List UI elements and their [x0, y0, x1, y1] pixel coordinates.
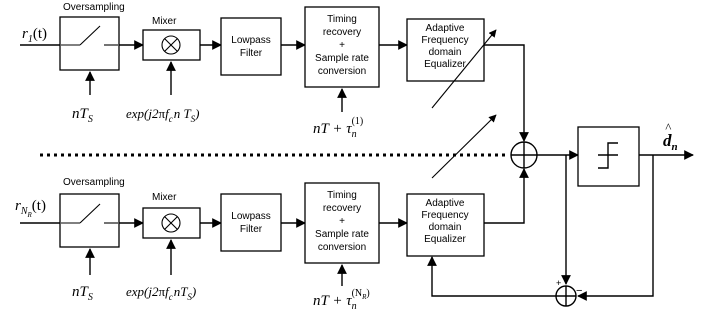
upper-timing-input-label: nT + τn(1): [313, 116, 363, 140]
lower-timing-line-5: conversion: [318, 242, 366, 253]
lower-equalizer-line-4: Equalizer: [424, 234, 466, 245]
upper-equalizer-line-2: Frequency: [421, 35, 468, 46]
upper-oversampling-block: [59, 16, 120, 71]
upper-lowpass-block: [220, 17, 282, 76]
mid-adaptive-diagonal-arrow: [431, 114, 497, 179]
lower-mixer-input-label: exp(j2πfcnTS): [126, 284, 196, 302]
upper-sampling-clock-label: nTS: [72, 106, 93, 125]
feedback-output-line: [577, 155, 654, 301]
upper-branch: r1(t) Oversampling nTS Mixer exp(j2πfcn …: [20, 2, 529, 142]
upper-mixer-input-label: exp(j2πfcn TS): [126, 106, 200, 124]
summing-junction-icon: [510, 141, 538, 169]
lower-lowpass-block: [220, 193, 282, 252]
upper-lowpass-line-1: Lowpass: [231, 35, 270, 46]
lower-equalizer-line-3: domain: [429, 222, 462, 233]
lower-branch: rNR(t) Oversampling nTS Mixer exp(j2πfcn…: [15, 168, 529, 312]
lower-oversampling-label: Oversampling: [63, 177, 125, 188]
upper-timing-line-5: conversion: [318, 66, 366, 77]
lower-timing-line-1: Timing: [327, 190, 357, 201]
lower-timing-input-label: nT + τn(NR): [313, 288, 370, 312]
upper-mixer-label: Mixer: [152, 16, 177, 27]
lower-lowpass-line-2: Filter: [240, 224, 263, 235]
error-feedback-line: [427, 256, 556, 297]
lower-equalizer-to-sum-line: [484, 168, 529, 224]
lower-oversampling-block: [59, 193, 120, 248]
upper-switch-icon: [61, 25, 118, 46]
upper-adaptive-diagonal-arrow: [431, 29, 497, 109]
upper-equalizer-line-1: Adaptive: [426, 23, 465, 34]
lower-equalizer-block: [406, 193, 485, 257]
upper-equalizer-line-4: Equalizer: [424, 59, 466, 70]
error-summing-junction-icon: [555, 285, 577, 307]
upper-timing-line-4: Sample rate: [315, 53, 369, 64]
lower-timing-line-4: Sample rate: [315, 229, 369, 240]
lower-timing-block: [304, 182, 380, 264]
upper-equalizer-to-sum-line: [484, 44, 529, 142]
upper-lowpass-line-2: Filter: [240, 48, 263, 59]
lower-sampling-clock-label: nTS: [72, 284, 93, 303]
upper-oversampling-label: Oversampling: [63, 2, 125, 13]
lower-timing-line-2: recovery: [323, 203, 361, 214]
error-plus-sign: +: [556, 278, 561, 288]
lower-equalizer-line-1: Adaptive: [426, 198, 465, 209]
lower-timing-line-3: +: [339, 216, 345, 227]
upper-equalizer-line-3: domain: [429, 47, 462, 58]
upper-timing-line-2: recovery: [323, 27, 361, 38]
lower-input-label: rNR(t): [15, 198, 46, 219]
output-symbol-label: dn: [663, 131, 678, 153]
upper-equalizer-block: [406, 18, 485, 82]
lower-lowpass-line-1: Lowpass: [231, 211, 270, 222]
upper-mixer-block: [142, 29, 201, 61]
upper-timing-line-3: +: [339, 40, 345, 51]
lower-equalizer-line-2: Frequency: [421, 210, 468, 221]
upper-input-label: r1(t): [22, 26, 47, 45]
output-hat: ^: [665, 120, 672, 135]
lower-mixer-label: Mixer: [152, 192, 177, 203]
upper-mixer-multiply-icon: [161, 35, 181, 55]
upper-timing-line-1: Timing: [327, 14, 357, 25]
lower-switch-icon: [61, 203, 118, 224]
lower-mixer-multiply-icon: [161, 213, 181, 233]
upper-timing-block: [304, 6, 380, 88]
error-minus-sign: −: [576, 285, 582, 297]
